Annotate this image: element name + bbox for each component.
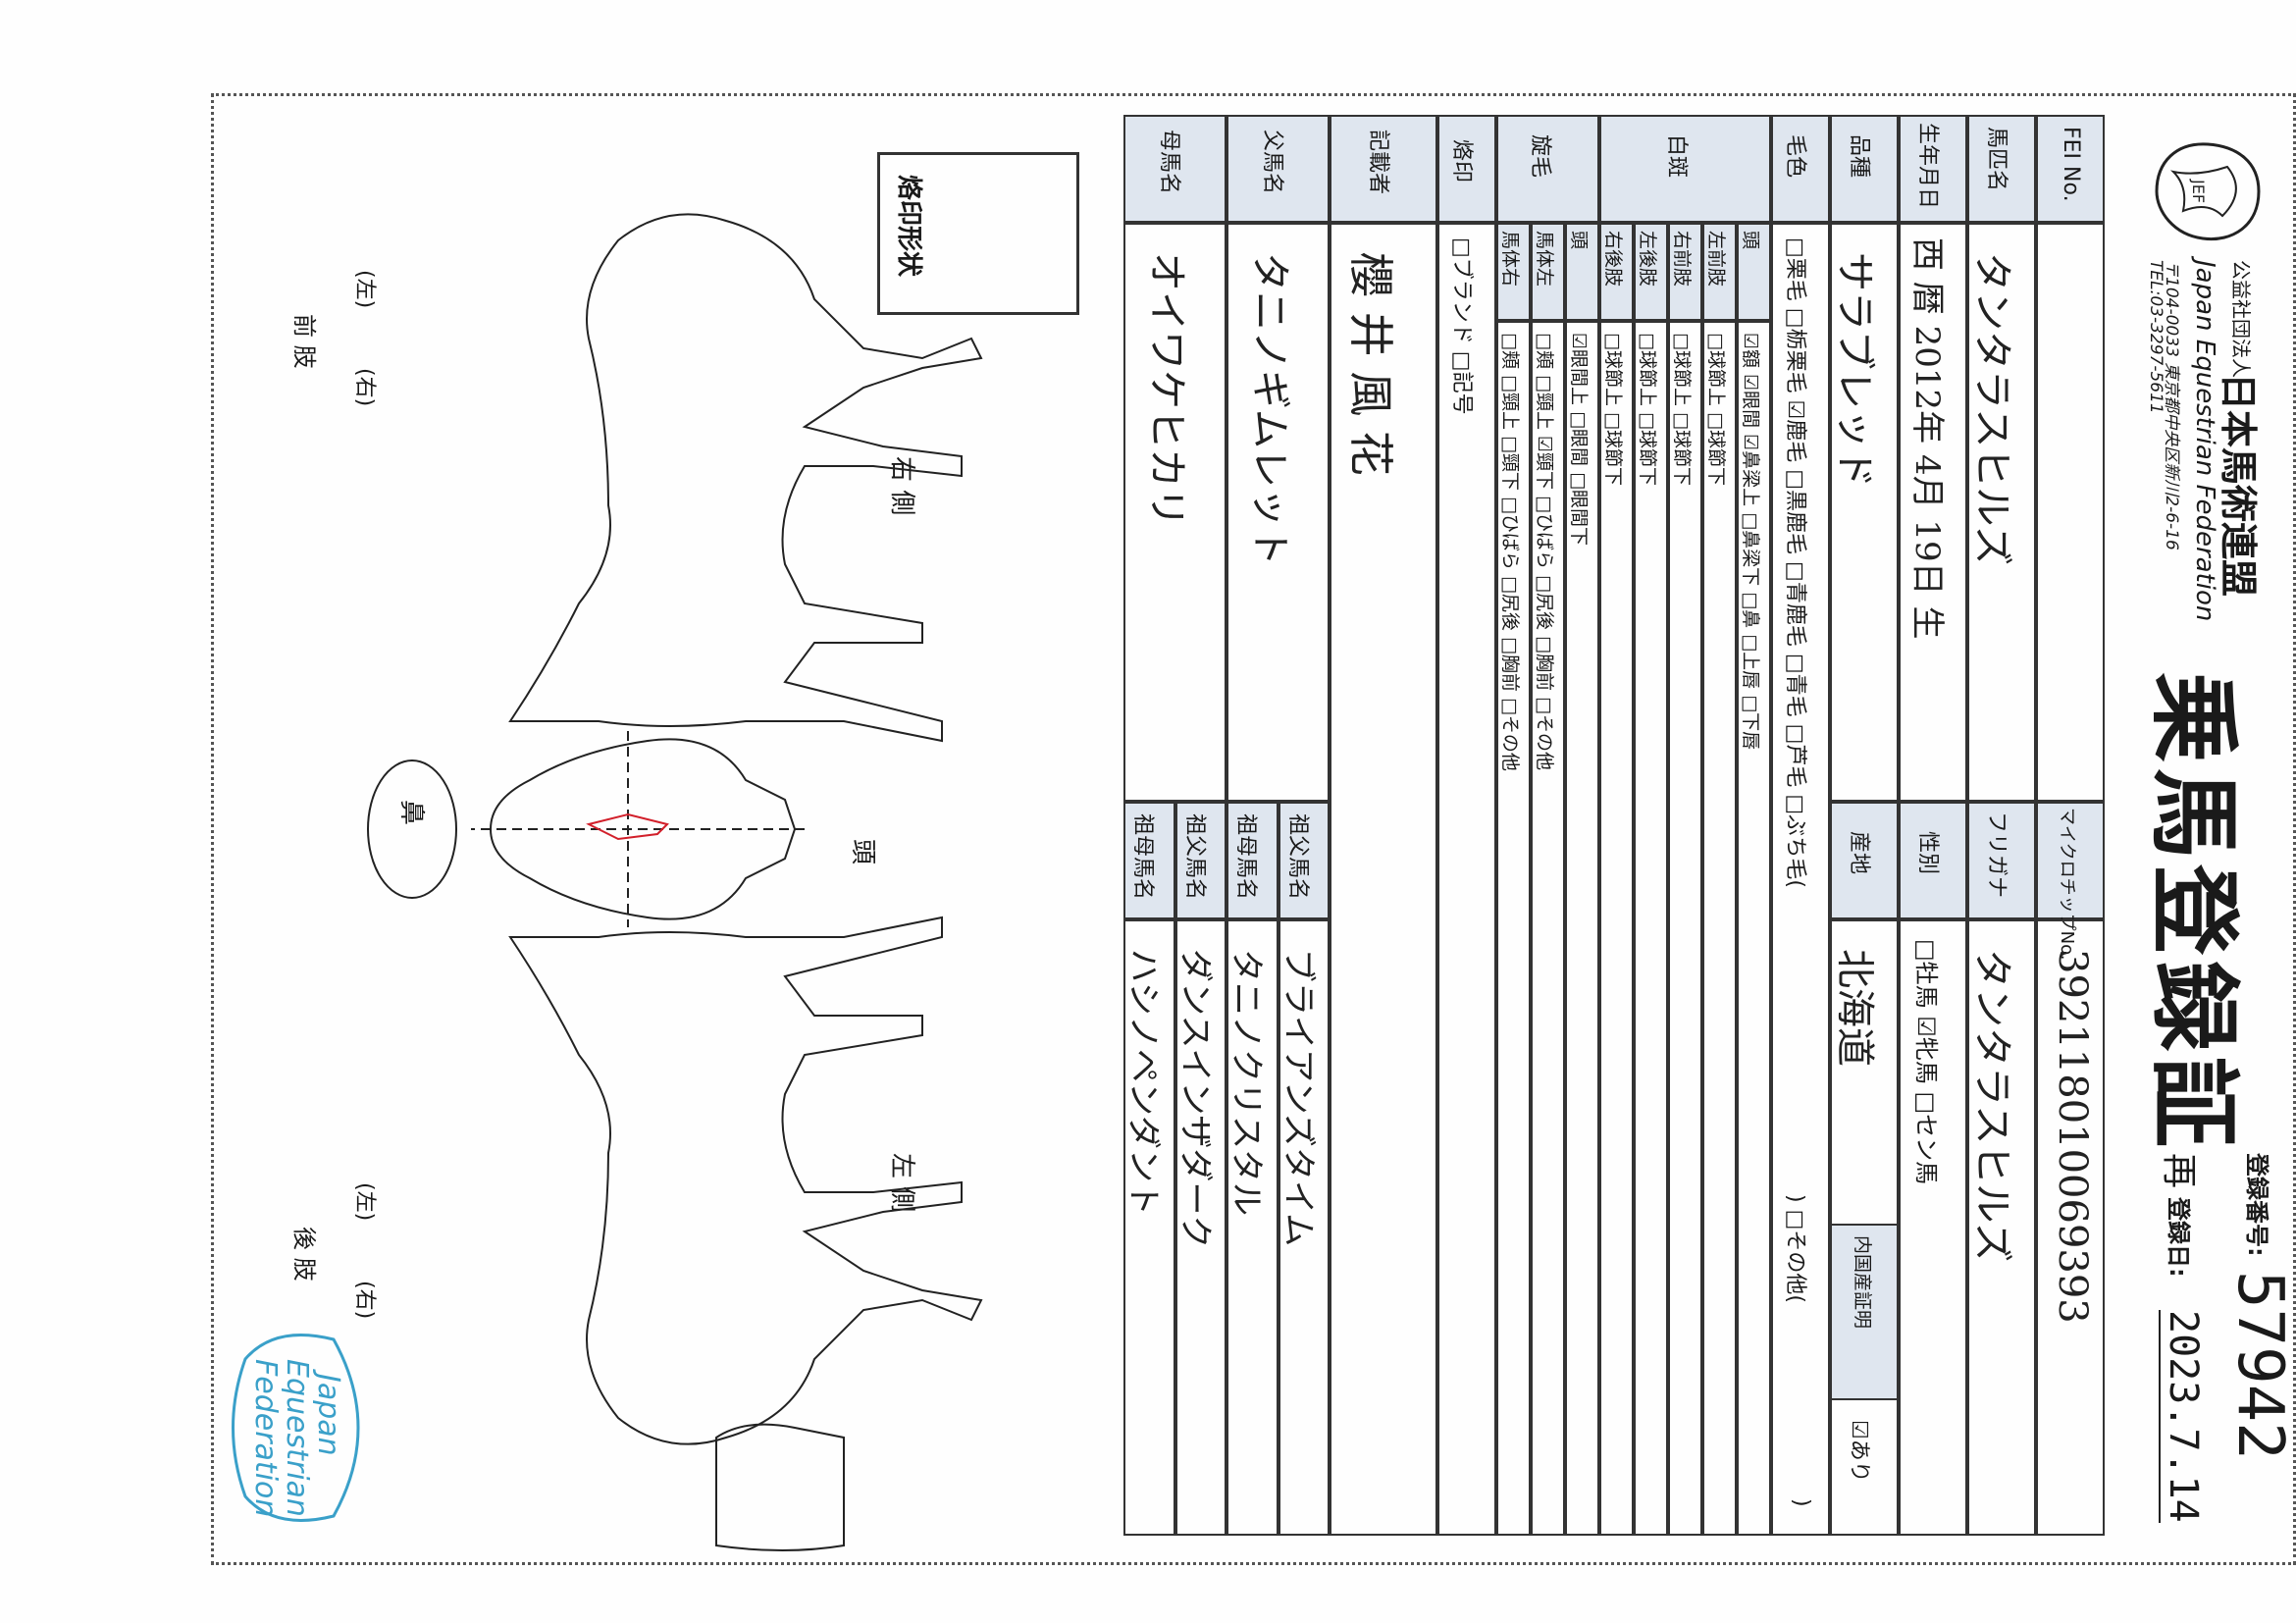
logo-text: JEF [2189, 179, 2208, 203]
dam-value: オイワケヒカリ [1144, 252, 1189, 527]
stamp-line3: Federation [248, 1359, 283, 1518]
furigana-value: タンタラスヒルズ [1969, 949, 2014, 1263]
white-marking-options: □球節上 □球節下 [1671, 333, 1693, 486]
face-marking-red [589, 814, 667, 839]
sex-label: 性別 [1915, 831, 1940, 875]
white-marking-label: 白斑 [1664, 134, 1689, 179]
org-english-name: Japan Equestrian Federation [2190, 260, 2219, 622]
org-name: 日本馬術連盟 [2217, 373, 2260, 598]
white-marking-options: ☑額 ☑眼間 ☑鼻梁上 □鼻梁下 □鼻 □上唇 □下唇 [1740, 333, 1761, 751]
right-side-horse-outline [510, 214, 981, 741]
granddam1-value: タニノクリスタル [1226, 949, 1266, 1216]
color-options-2: ) □その他( [1783, 1194, 1807, 1303]
sex-options: □牡馬 ☑牝馬 □セン馬 [1912, 939, 1940, 1185]
furigana-label: フリガナ [1984, 812, 2009, 899]
whorl-label: 旋毛 [1528, 134, 1552, 179]
breed-label: 品種 [1847, 134, 1871, 179]
reg-number-label: 登録番号: [2243, 1153, 2270, 1257]
dam-label: 母馬名 [1157, 130, 1181, 195]
horse-outline-diagrams [353, 93, 1040, 1565]
hind-limb-label: 後 肢 [290, 1227, 318, 1282]
reg-date-value: 2023.7.14 [2159, 1310, 2206, 1523]
color-options-3: ) [1789, 1498, 1813, 1507]
brand-label: 烙印 [1449, 139, 1474, 183]
dob-value: 西 暦 2012年 4月 19日 生 [1907, 237, 1947, 640]
certificate-title: 乗馬登録証 [2141, 672, 2246, 1154]
left-side-horse-outline [510, 917, 981, 1444]
head-front-outline [491, 739, 795, 918]
proof-value: ☑あり [1847, 1420, 1871, 1483]
fore-left-label: (左) [352, 270, 377, 309]
granddam1-label: 祖母馬名 [1233, 813, 1258, 901]
top-view-outline [716, 1425, 844, 1550]
reg-number-value: 57942 [2223, 1271, 2296, 1460]
breed-value: サラブレッド [1832, 252, 1877, 488]
fore-right-label: (右) [352, 368, 377, 407]
chip-value: 392118010069393 [2050, 949, 2095, 1324]
granddam2-label: 祖母馬名 [1130, 813, 1155, 901]
grandsire2-value: ダンスインザダーク [1175, 949, 1215, 1249]
registration-table: FEI No. マイクロチップNo. 392118010069393 馬匹名 タ… [1123, 115, 2105, 1536]
whorl-options: ☑眼間上 □眼間 □眼間下 [1568, 333, 1590, 547]
white-marking-options-cell [1634, 321, 1668, 1536]
white-marking-part: 左前肢 [1705, 231, 1727, 288]
sire-value: タニノギムレット [1247, 252, 1292, 566]
fei-label: FEI No. [2059, 127, 2083, 202]
whorl-part: 馬体左 [1534, 231, 1555, 288]
white-marking-options-cell [1668, 321, 1702, 1536]
whorl-options: □頬 □頸上 ☑頸下 □ひばら □尻後 □胸前 □その他 [1534, 333, 1555, 770]
grandsire1-value: ブライアンズタイム [1278, 949, 1318, 1247]
certificate-frame: JEF 公益社団法人 日本馬術連盟 Japan Equestrian Feder… [211, 93, 2296, 1565]
re-mark: 再 [2159, 1153, 2199, 1189]
recorder-value: 櫻 井 風 花 [1344, 252, 1397, 476]
reg-date-label: 登録日: [2165, 1197, 2192, 1278]
whorl-part: 頭 [1568, 231, 1590, 250]
recorder-label: 記載者 [1366, 130, 1390, 195]
muzzle-outline [368, 760, 456, 898]
white-marking-options-cell [1702, 321, 1737, 1536]
jef-logo-icon: JEF [2149, 132, 2267, 250]
white-marking-options: □球節上 □球節下 [1705, 333, 1727, 486]
horse-name-value: タンタラスヒルズ [1969, 252, 2014, 566]
stamp-line2: Equestrian [280, 1359, 314, 1517]
sire-label: 父馬名 [1260, 130, 1284, 195]
proof-label: 内国産証明 [1852, 1235, 1873, 1330]
white-marking-part: 左後肢 [1637, 231, 1658, 288]
fore-limb-label: 前 肢 [290, 314, 318, 369]
hind-left-label: (左) [352, 1182, 377, 1222]
white-marking-options: □球節上 □球節下 [1637, 333, 1658, 486]
grandsire2-label: 祖父馬名 [1182, 813, 1207, 901]
grandsire1-label: 祖父馬名 [1285, 813, 1310, 901]
dob-label: 生年月日 [1915, 123, 1940, 210]
horse-name-label: 馬匹名 [1984, 127, 2009, 192]
color-label: 毛色 [1783, 134, 1807, 179]
origin-label: 産地 [1847, 831, 1871, 875]
org-tel: TEL:03-3297-5611 [2146, 260, 2166, 414]
stamp-line1: Japan [311, 1374, 345, 1456]
white-marking-part: 右前肢 [1671, 231, 1693, 288]
white-marking-part: 頭 [1740, 231, 1761, 250]
hind-right-label: (右) [352, 1281, 377, 1320]
white-marking-options: □球節上 □球節下 [1602, 333, 1624, 486]
whorl-part: 馬体右 [1499, 231, 1521, 288]
granddam2-value: ハシノペンダント [1123, 949, 1163, 1216]
org-small-label: 公益社団法人 [2229, 260, 2253, 378]
horse-diagram-svg [353, 93, 1040, 1565]
whorl-options: □頬 □頸上 □頸下 □ひばら □尻後 □胸前 □その他 [1499, 333, 1521, 771]
origin-value: 北海道 [1832, 949, 1877, 1067]
federation-stamp: Japan Equestrian Federation [226, 1320, 373, 1536]
white-marking-options-cell [1599, 321, 1634, 1536]
color-options-1: □栗毛 □栃栗毛 ☑鹿毛 □黒鹿毛 □青鹿毛 □青毛 □芦毛 □ぶち毛( [1783, 237, 1807, 888]
brand-options: □ブランド □記号 [1449, 237, 1474, 415]
white-marking-part: 右後肢 [1602, 231, 1624, 288]
